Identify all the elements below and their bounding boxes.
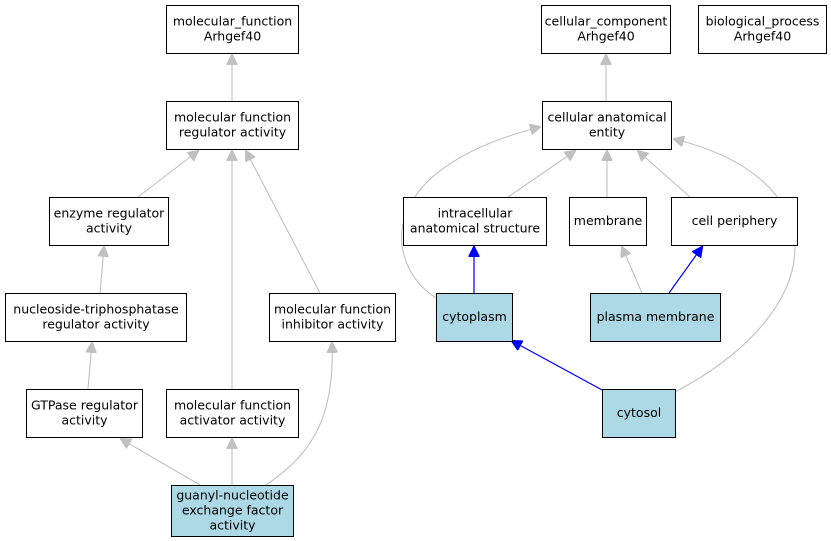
node-label-line: plasma membrane bbox=[597, 309, 715, 324]
node-label-line: nucleoside-triphosphatase bbox=[13, 302, 179, 317]
node-label-line: molecular function bbox=[174, 110, 291, 125]
node-label-line: molecular function bbox=[274, 302, 391, 317]
node-box bbox=[49, 197, 169, 246]
node-label-line: cytosol bbox=[617, 405, 661, 420]
node-label-line: Arhgef40 bbox=[204, 29, 261, 44]
node-label-line: regulator activity bbox=[42, 317, 150, 332]
edge-gef-activity-to-mf-inhibitor bbox=[265, 343, 332, 486]
edge-cytosol-to-cytoplasm bbox=[512, 341, 605, 392]
node-label-line: cellular_component bbox=[545, 14, 668, 29]
node-box bbox=[5, 293, 187, 342]
node-label-line: cytoplasm bbox=[442, 309, 507, 324]
node-plasma-membrane[interactable]: plasma membrane bbox=[590, 293, 721, 342]
node-label-line: GTPase regulator bbox=[31, 398, 139, 413]
node-label-line: cellular anatomical bbox=[547, 110, 666, 125]
node-box bbox=[171, 485, 294, 537]
edge-cytosol-to-cell-anat-entity bbox=[674, 139, 796, 393]
edge-enzyme-regulator-to-mf-regulator bbox=[137, 151, 198, 198]
edge-mf-inhibitor-to-mf-regulator bbox=[246, 151, 321, 294]
node-label-line: activity bbox=[61, 413, 108, 428]
node-box bbox=[602, 389, 676, 438]
edge-ntpase-regulator-to-enzyme-regulator bbox=[100, 247, 104, 294]
edge-plasma-membrane-to-membrane bbox=[622, 247, 643, 294]
node-box bbox=[542, 101, 672, 150]
node-cell-periphery[interactable]: cell periphery bbox=[671, 197, 798, 246]
node-label-line: regulator activity bbox=[179, 125, 287, 140]
node-label-line: cell periphery bbox=[692, 213, 778, 228]
edge-cell-periphery-to-cell-anat-entity bbox=[638, 151, 691, 198]
edge-gef-activity-to-gtpase-regulator bbox=[121, 439, 201, 486]
node-box bbox=[590, 293, 721, 342]
node-label-line: enzyme regulator bbox=[54, 206, 166, 221]
node-label-line: activity bbox=[209, 518, 256, 533]
node-label-line: activity bbox=[86, 221, 133, 236]
node-box bbox=[26, 389, 143, 438]
node-box bbox=[403, 197, 547, 246]
edge-gtpase-regulator-to-ntpase-regulator bbox=[88, 343, 92, 390]
node-box bbox=[166, 5, 299, 54]
node-box bbox=[541, 5, 671, 54]
node-label-line: Arhgef40 bbox=[577, 29, 634, 44]
node-label-line: molecular_function bbox=[173, 14, 292, 29]
node-box bbox=[166, 101, 299, 150]
node-cytosol[interactable]: cytosol bbox=[602, 389, 676, 438]
node-label-line: guanyl-nucleotide bbox=[176, 488, 289, 503]
node-label-line: biological_process bbox=[706, 14, 820, 29]
node-box bbox=[436, 293, 513, 342]
node-box bbox=[569, 197, 647, 246]
node-label-line: membrane bbox=[574, 213, 643, 228]
node-label-line: anatomical structure bbox=[410, 221, 540, 236]
node-membrane[interactable]: membrane bbox=[569, 197, 647, 246]
node-label-line: intracellular bbox=[438, 206, 514, 221]
node-label-line: Arhgef40 bbox=[734, 29, 791, 44]
node-cytoplasm[interactable]: cytoplasm bbox=[436, 293, 513, 342]
node-label-line: exchange factor bbox=[182, 503, 284, 518]
node-label-line: activator activity bbox=[180, 413, 286, 428]
edge-intracellular-struct-to-cell-anat-entity bbox=[507, 151, 575, 198]
node-label-line: entity bbox=[589, 125, 626, 140]
edge-plasma-membrane-to-cell-periphery bbox=[668, 247, 702, 294]
node-box bbox=[269, 293, 396, 342]
node-box bbox=[698, 5, 827, 54]
node-label-line: molecular function bbox=[174, 398, 291, 413]
node-box bbox=[166, 389, 299, 438]
node-box bbox=[671, 197, 798, 246]
node-label-line: inhibitor activity bbox=[282, 317, 385, 332]
